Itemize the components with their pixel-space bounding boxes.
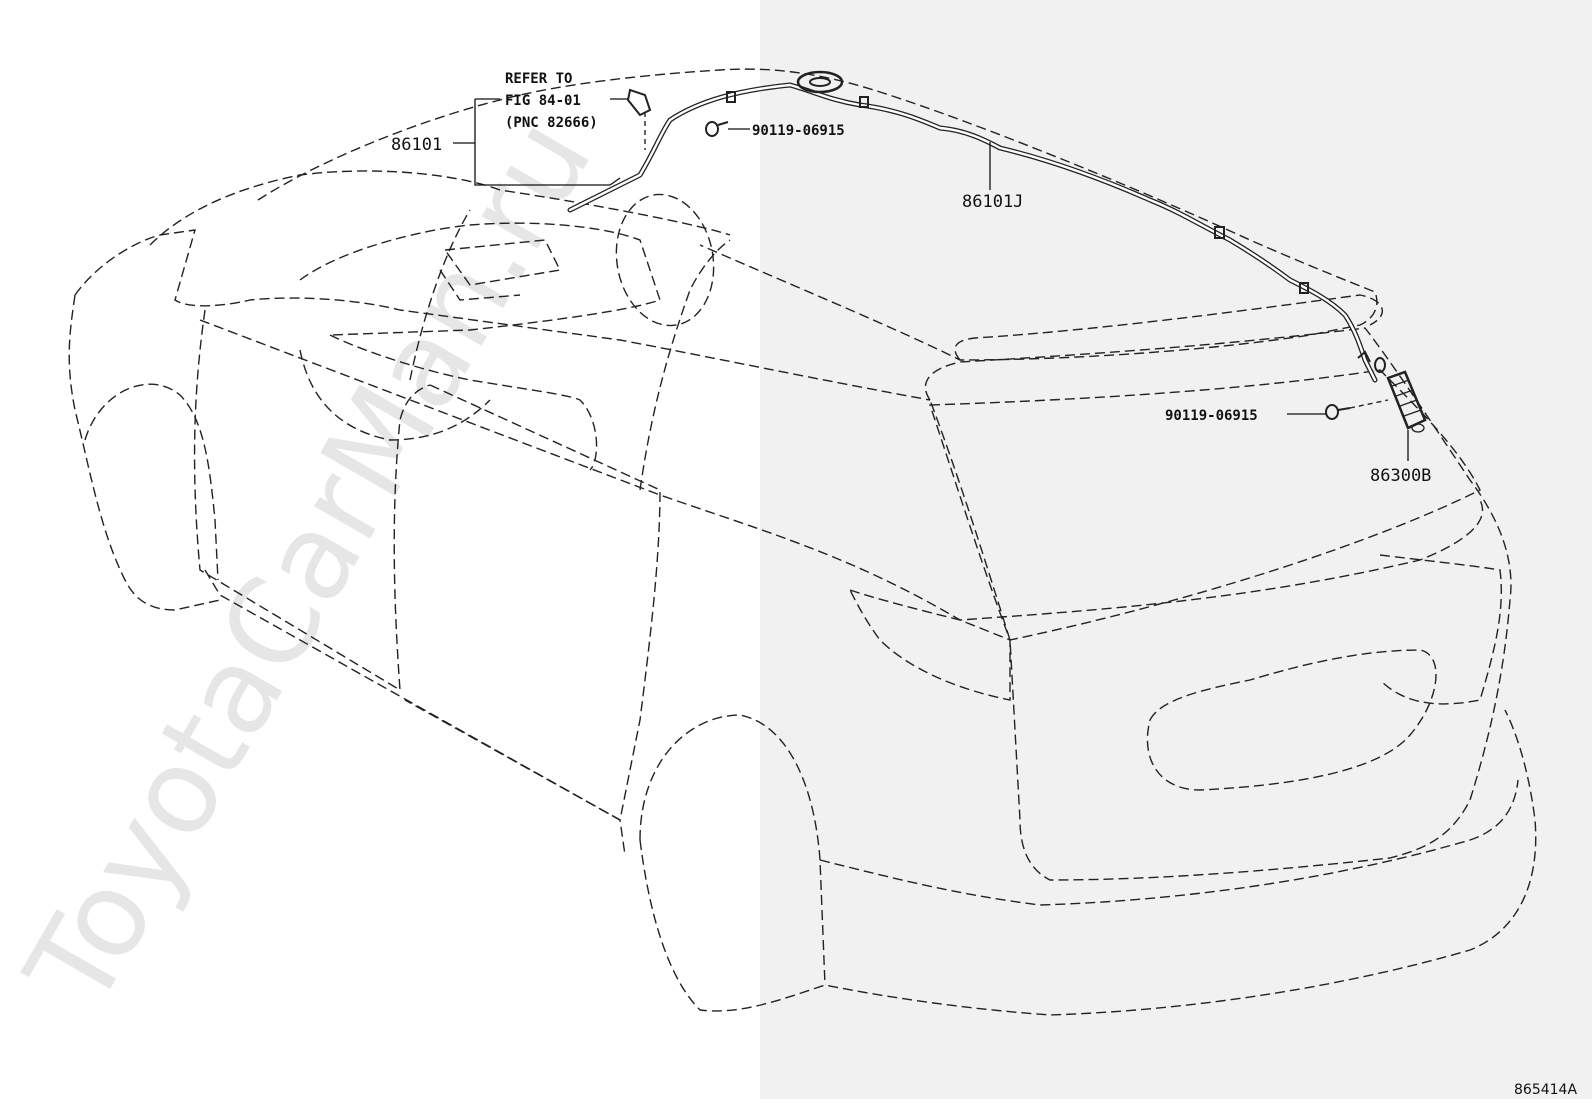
dashboard (299, 222, 661, 336)
amplifier-rib-3 (1399, 399, 1418, 407)
side-beltline (199, 319, 1484, 621)
steering-wheel (615, 193, 715, 327)
leader-86101 (453, 98, 621, 186)
refer-to-line1: REFER TO (505, 71, 572, 87)
amplifier-rib-1 (1391, 379, 1410, 387)
label-bolt-top: 90119-06915 (752, 123, 845, 139)
amplifier-rib-4 (1403, 409, 1422, 417)
rear-bumper-line (819, 779, 1519, 906)
label-86101J: 86101J (962, 192, 1023, 212)
tail-lamp-right (1379, 554, 1502, 705)
hood-edge (74, 229, 931, 401)
amplifier-body (1386, 370, 1427, 430)
callout-labels: REFER TO FIG 84-01 (PNC 82666) 86101 861… (391, 71, 1577, 1098)
label-86300B: 86300B (1370, 466, 1431, 486)
glovebox (439, 269, 521, 301)
bolt-rear-graphic (1325, 404, 1351, 420)
bolt-rear-head (1325, 404, 1339, 420)
amplifier-rib-2 (1395, 389, 1414, 397)
antenna-amplifier-86300B (1357, 350, 1427, 433)
car-body-outline (68, 68, 1537, 1016)
cable-inner (568, 83, 1377, 382)
leader-lines (453, 98, 1409, 461)
rear-spoiler (954, 294, 1383, 361)
tail-lamp-left (848, 588, 1011, 701)
tailgate-outline (924, 327, 1512, 881)
label-86101: 86101 (391, 135, 442, 155)
refer-to-line3: (PNC 82666) (505, 115, 598, 131)
cable-clip-4 (1299, 282, 1309, 294)
refer-to-line2: FIG 84-01 (505, 93, 581, 109)
bolt-rear-shank (1337, 407, 1351, 411)
cable-clip-3 (1214, 226, 1225, 239)
antenna-cable-86101J (567, 70, 1378, 383)
front-wheel-arch (84, 383, 219, 581)
cable-outer (567, 82, 1378, 383)
license-plate-recess (1146, 649, 1437, 791)
cable-clip-1 (726, 91, 736, 103)
b-pillar (409, 209, 471, 381)
side-sill (204, 569, 626, 856)
bolt-top-shank (717, 121, 729, 126)
right-shaded-panel (760, 0, 1592, 1099)
rear-wheel-arch (639, 714, 826, 986)
windshield-top (149, 170, 731, 246)
roof-grommet (796, 70, 844, 94)
c-pillar (639, 239, 731, 491)
bolt-top-head (705, 121, 719, 137)
interior-outline (299, 193, 715, 471)
bolt-top-graphic (705, 121, 729, 137)
figure-code: 865414A (1514, 1082, 1577, 1098)
roof-grommet-inner (809, 77, 831, 87)
rear-door (404, 384, 661, 822)
front-nose (68, 294, 221, 611)
rear-window (929, 369, 1481, 641)
amplifier-tab (1357, 350, 1371, 363)
rear-lower-body (639, 709, 1537, 1016)
connector-refer (626, 88, 652, 117)
amplifier-connector (1374, 357, 1386, 373)
dash-vent (443, 239, 562, 286)
watermark-text: ToyotaCarMan.ru (0, 96, 618, 1030)
cable-clip-2 (859, 96, 869, 108)
seat-outline (299, 349, 491, 441)
leader-bolt-rear-dash (1349, 399, 1389, 409)
roof-outline (257, 68, 1378, 361)
label-bolt-rear: 90119-06915 (1165, 408, 1258, 424)
amplifier-nose (1411, 423, 1425, 433)
front-door (193, 309, 431, 692)
